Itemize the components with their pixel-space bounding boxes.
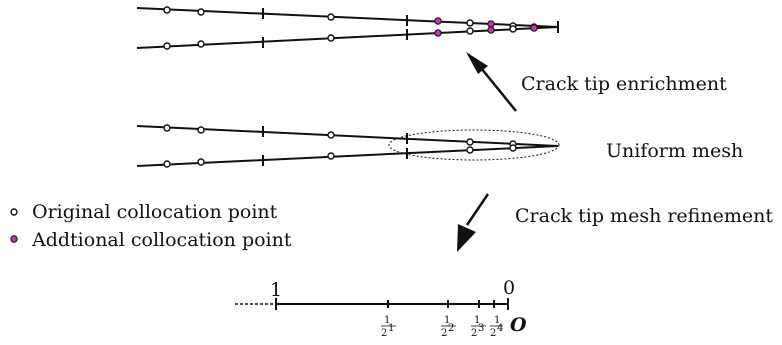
svg-text:1: 1 [474, 315, 480, 326]
origin-label: O [510, 314, 527, 336]
svg-text:3: 3 [478, 323, 484, 334]
svg-text:1: 1 [388, 323, 394, 334]
original-collocation-points [163, 6, 517, 50]
uniform-crack [136, 124, 560, 168]
enriched-crack [136, 6, 559, 50]
element-boundary-ticks [262, 8, 559, 48]
legend-additional-label: Addtional collocation point [31, 229, 292, 251]
fraction-half-3: 1 2 3 [471, 315, 486, 339]
arrow-to-enrichment [466, 52, 517, 112]
scale-one-label: 1 [270, 279, 282, 301]
svg-text:2: 2 [490, 328, 496, 339]
original-collocation-points [163, 124, 517, 168]
crack-tip-region-ellipse [388, 129, 560, 161]
svg-text:2: 2 [381, 328, 387, 339]
fraction-half-2: 1 2 2 [441, 315, 456, 339]
enrichment-label: Crack tip enrichment [521, 73, 727, 95]
additional-point-marker [10, 235, 18, 243]
svg-text:1: 1 [384, 315, 390, 326]
lower-crack-face [136, 145, 559, 167]
uniform-mesh-label: Uniform mesh [606, 140, 743, 162]
scale-zero-label: 0 [503, 277, 515, 299]
arrow-to-refinement [457, 193, 490, 252]
element-boundary-ticks [262, 126, 408, 166]
legend-original-label: Original collocation point [32, 201, 278, 223]
original-point-marker [10, 208, 18, 216]
legend: Original collocation point Addtional col… [10, 201, 292, 251]
svg-text:2: 2 [448, 323, 454, 334]
svg-text:4: 4 [497, 323, 503, 334]
scale-ticks [275, 298, 509, 310]
svg-text:1: 1 [444, 315, 450, 326]
refinement-label: Crack tip mesh refinement [515, 205, 773, 227]
svg-text:1: 1 [494, 315, 500, 326]
svg-text:2: 2 [471, 328, 477, 339]
upper-crack-face [136, 125, 559, 147]
additional-collocation-points [434, 17, 538, 37]
svg-text:2: 2 [441, 328, 447, 339]
fraction-half-1: 1 2 1 [381, 315, 396, 339]
fraction-half-4: 1 2 4 [490, 315, 503, 339]
refinement-scale: 1 0 1 2 1 1 2 2 1 2 3 1 2 4 O [235, 277, 527, 339]
